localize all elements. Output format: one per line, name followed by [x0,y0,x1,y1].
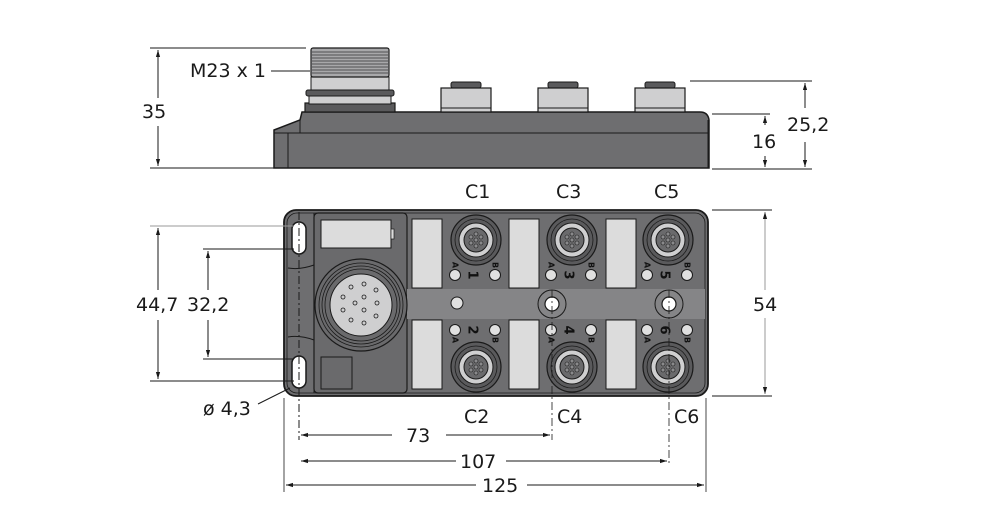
led-label-a: A [547,262,556,269]
port-number-4: 4 [561,325,576,334]
mounting-hole-top [291,221,307,255]
led-b-c1 [489,269,501,281]
side-view: 35 M23 x 1 25,2 16 [142,47,829,170]
led-a-c6 [641,324,653,336]
port-label-c6: C6 [674,406,699,428]
dim-c6-offset: 107 [460,451,496,473]
led-label-b: B [683,337,692,343]
dim-width: 54 [753,294,777,316]
led-a-c1 [449,269,461,281]
port-label-c5: C5 [654,181,679,203]
led-label-a: A [451,337,460,344]
port-label-c4: C4 [557,406,582,428]
dim-hole-diameter: ø 4,3 [203,398,251,420]
m23-connector-top [314,258,408,352]
side-body [273,111,710,169]
led-label-b: B [587,337,596,343]
thread-label: M23 x 1 [190,60,266,82]
led-b-c2 [489,324,501,336]
port-number-1: 1 [465,270,480,279]
port-c1: 1A B [449,214,502,281]
led-a-c2 [449,324,461,336]
port-c2: 2A B [449,324,502,393]
port-c6: 6A B [641,324,694,393]
port-label-c2: C2 [464,406,489,428]
dim-inner-hole-span: 32,2 [187,294,229,316]
led-b-c3 [585,269,597,281]
led-a-c3 [545,269,557,281]
port-number-5: 5 [657,270,672,279]
port-c4: 4A B [545,324,598,393]
led-label-a: A [547,337,556,344]
dim-connector-height: 25,2 [787,114,829,136]
led-b-c5 [681,269,693,281]
led-label-a: A [451,262,460,269]
led-b-c4 [585,324,597,336]
led-a-c4 [545,324,557,336]
status-led [450,296,464,310]
led-label-b: B [491,262,500,268]
led-a-c5 [641,269,653,281]
port-label-c3: C3 [556,181,581,203]
port-label-c1: C1 [465,181,490,203]
led-b-c6 [681,324,693,336]
dim-total-height: 35 [142,101,166,123]
dim-total-length: 125 [482,475,518,497]
m12-connectors-side [440,81,686,113]
led-label-b: B [587,262,596,268]
led-label-a: A [643,262,652,269]
port-number-6: 6 [657,325,672,334]
dim-body-height: 16 [752,131,776,153]
led-label-b: B [491,337,500,343]
port-number-2: 2 [465,325,480,334]
dim-outer-hole-span: 44,7 [136,294,178,316]
port-number-3: 3 [561,270,576,279]
led-label-a: A [643,337,652,344]
dim-c4-offset: 73 [406,425,430,447]
port-c5: 5A B [641,214,694,281]
port-c3: 3A B [545,214,598,281]
m23-connector-side [304,47,396,113]
led-label-b: B [683,262,692,268]
